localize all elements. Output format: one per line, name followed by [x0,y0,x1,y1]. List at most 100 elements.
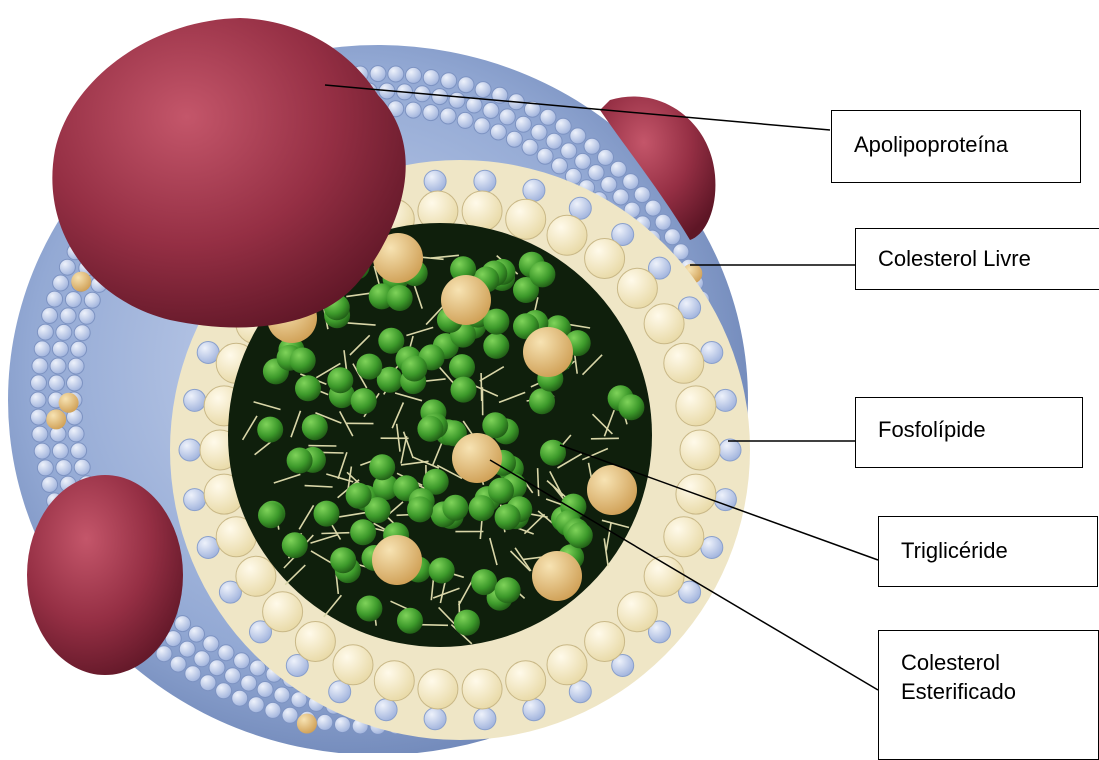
triglyceride-molecule [258,502,284,528]
free-cholesterol-molecule [664,343,704,383]
triglyceride-molecule [302,414,328,440]
phospholipid-head [540,109,556,125]
free-cholesterol-molecule [333,645,373,685]
free-cholesterol-molecule [617,268,657,308]
triglyceride-molecule [495,577,521,603]
phospholipid-head [31,409,47,425]
phospholipid-head [156,646,172,662]
phospholipid-head [423,105,439,121]
free-cholesterol-molecule [236,556,276,596]
free-cholesterol-molecule [585,239,625,279]
phospholipid-head [67,375,83,391]
phospholipid-head [184,489,206,511]
triglyceride-molecule [495,504,521,530]
phospholipid-head [601,177,617,193]
phospholipid-head [522,139,538,155]
phospholipid-head [423,70,439,86]
phospholipid-head [79,308,95,324]
triglyceride-molecule [483,333,509,359]
phospholipid-head [561,143,577,159]
phospholipid-head [405,102,421,118]
phospholipid-head [184,389,206,411]
phospholipid-head [68,426,84,442]
free-cholesterol-molecule [676,386,716,426]
phospholipid-head [457,112,473,128]
apolipoprotein-large [52,18,405,327]
fatty-acid-chain [321,533,349,534]
phospholipid-head [31,375,47,391]
phospholipid-head [32,426,48,442]
phospholipid-head [634,187,650,203]
phospholipid-head [523,699,545,721]
phospholipid-head [474,170,496,192]
free-cholesterol-molecule [547,645,587,685]
phospholipid-head [645,200,661,216]
phospholipid-head [623,174,639,190]
free-cholesterol-molecule [263,592,303,632]
phospholipid-head [52,341,68,357]
phospholipid-head [523,179,545,201]
phospholipid-head [71,443,87,459]
esterified-cholesterol-molecule [372,535,422,585]
phospholipid-head [424,708,446,730]
triglyceride-molecule [290,348,316,374]
triglyceride-molecule [287,448,313,474]
phospholipid-head [225,668,241,684]
phospholipid-head [598,149,614,165]
protein-bead [59,393,79,413]
esterified-cholesterol-molecule [523,327,573,377]
phospholipid-head [546,133,562,149]
label-triglyceride-text: Triglicéride [901,537,1008,564]
triglyceride-molecule [469,495,495,521]
triglyceride-molecule [327,367,353,393]
triglyceride-molecule [314,501,340,527]
phospholipid-head [200,675,216,691]
phospholipid-head [56,324,72,340]
triglyceride-molecule [387,285,413,311]
triglyceride-molecule [429,558,455,584]
triglyceride-molecule [449,354,475,380]
free-cholesterol-molecule [644,304,684,344]
label-phospholipid: Fosfolípide [855,397,1083,468]
phospholipid-head [441,73,457,89]
triglyceride-molecule [529,261,555,287]
phospholipid-head [483,103,499,119]
triglyceride-molecule [369,454,395,480]
apolipoprotein-small [27,475,183,675]
phospholipid-head [203,636,219,652]
phospholipid-head [424,170,446,192]
phospholipid-head [209,660,225,676]
phospholipid-head [515,116,531,132]
phospholipid-head [170,656,186,672]
phospholipid-head [714,389,736,411]
phospholipid-head [216,683,232,699]
phospholipid-head [232,690,248,706]
label-apolipoprotein: Apolipoproteína [831,110,1081,183]
phospholipid-head [613,189,629,205]
triglyceride-molecule [454,610,480,636]
free-cholesterol-molecule [547,215,587,255]
label-apolipoprotein-text: Apolipoproteína [854,131,1008,158]
phospholipid-head [34,341,50,357]
phospholipid-head [65,292,81,308]
triglyceride-molecule [488,478,514,504]
phospholipid-head [234,653,250,669]
phospholipid-head [74,459,90,475]
phospholipid-head [185,666,201,682]
fatty-acid-chain [591,438,619,439]
phospholipid-head [449,92,465,108]
phospholipid-head [179,439,201,461]
phospholipid-head [60,308,76,324]
triglyceride-molecule [407,496,433,522]
esterified-cholesterol-molecule [441,275,491,325]
phospholipid-head [248,697,264,713]
phospholipid-head [570,128,586,144]
phospholipid-head [537,148,553,164]
phospholipid-head [475,82,491,98]
protein-bead [71,272,91,292]
label-triglyceride: Triglicéride [878,516,1098,587]
phospholipid-head [388,66,404,82]
triglyceride-molecule [351,388,377,414]
phospholipid-head [317,714,333,730]
